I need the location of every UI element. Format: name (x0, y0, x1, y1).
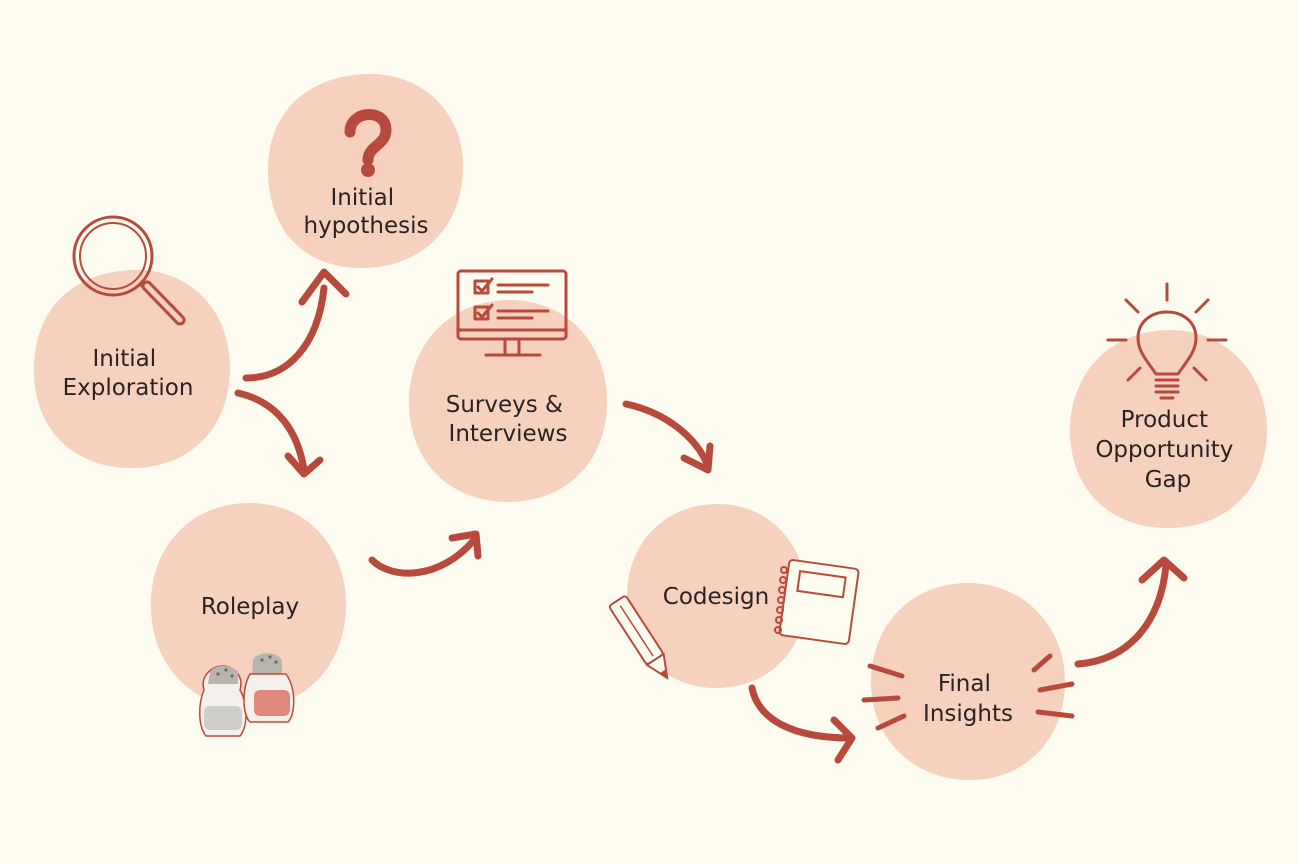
magnifying-glass-icon (72, 215, 186, 326)
burst-lines-icon (861, 653, 1075, 731)
blob-roleplay (151, 503, 347, 709)
notebook-pencil-icon (608, 559, 860, 680)
node-label-initial-hypothesis: Initial hypothesis (304, 185, 429, 239)
blob-codesign (627, 504, 807, 688)
arrow-surveys-to-codesign (622, 400, 714, 474)
salt-pepper-shakers-icon (199, 653, 295, 737)
node-label-initial-exploration: Initial Exploration (63, 346, 194, 401)
arrow-exploration-to-roleplay (234, 389, 324, 478)
node-label-product-opportunity-gap: Product Opportunity Gap (1095, 407, 1240, 493)
monitor-checklist-icon (456, 269, 568, 357)
arrow-final-insights-to-product-gap (1074, 556, 1188, 668)
arrow-exploration-to-hypothesis (242, 268, 350, 382)
arrow-codesign-to-final-insights (748, 684, 856, 764)
node-label-surveys-interviews: Surveys & Interviews (446, 392, 571, 447)
lightbulb-icon (1106, 282, 1228, 400)
question-mark-icon (344, 109, 392, 177)
arrow-roleplay-to-surveys (368, 530, 482, 577)
node-label-roleplay: Roleplay (201, 594, 299, 620)
node-label-codesign: Codesign (663, 584, 769, 610)
blob-final-insights (870, 583, 1066, 781)
node-label-final-insights: Final Insights (923, 671, 1013, 727)
blob-product-opportunity-gap (1070, 330, 1268, 528)
blob-surveys-interviews (409, 300, 608, 502)
